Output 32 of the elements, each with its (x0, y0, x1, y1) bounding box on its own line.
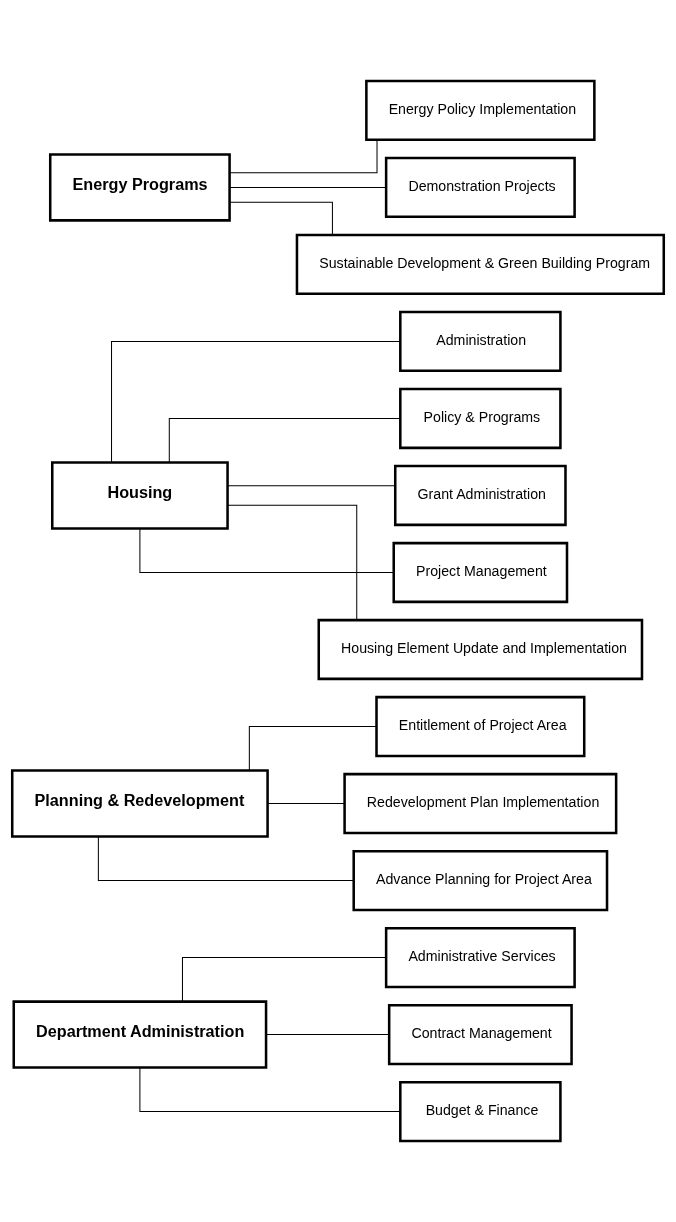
node-box: Housing (51, 461, 229, 530)
node-box: Budget & Finance (399, 1080, 562, 1143)
connector (139, 1067, 401, 1113)
connector (265, 1034, 390, 1036)
node-box: Entitlement of Project Area (375, 695, 586, 758)
node-box: Demonstration Projects (384, 156, 576, 219)
node-box: Project Management (392, 541, 569, 604)
node-box: Advance Planning for Project Area (352, 849, 609, 912)
node-box: Contract Management (387, 1003, 573, 1066)
connector (168, 417, 401, 463)
connector (181, 957, 387, 1002)
connector (227, 485, 396, 487)
node-box: Energy Policy Implementation (365, 79, 596, 142)
connector (97, 836, 355, 882)
node-box: Sustainable Development & Green Building Program (295, 233, 666, 296)
node-box: Redevelopment Plan Implementation (343, 772, 618, 835)
connector (229, 139, 378, 174)
node-box: Housing Element Update and Implementation (317, 618, 644, 681)
node-box: Administration (399, 310, 562, 373)
node-box: Planning & Redevelopment (10, 769, 269, 838)
connector (229, 186, 387, 188)
node-box: Grant Administration (394, 464, 567, 527)
connector (139, 528, 395, 573)
node-box: Administrative Services (384, 926, 576, 989)
node-box: Energy Programs (48, 153, 231, 222)
connector (227, 504, 358, 621)
node-box: Department Administration (12, 1000, 268, 1069)
connector (267, 803, 345, 805)
connector (248, 726, 377, 771)
connector (229, 201, 333, 236)
connector (111, 340, 401, 463)
node-box: Policy & Programs (399, 387, 562, 450)
